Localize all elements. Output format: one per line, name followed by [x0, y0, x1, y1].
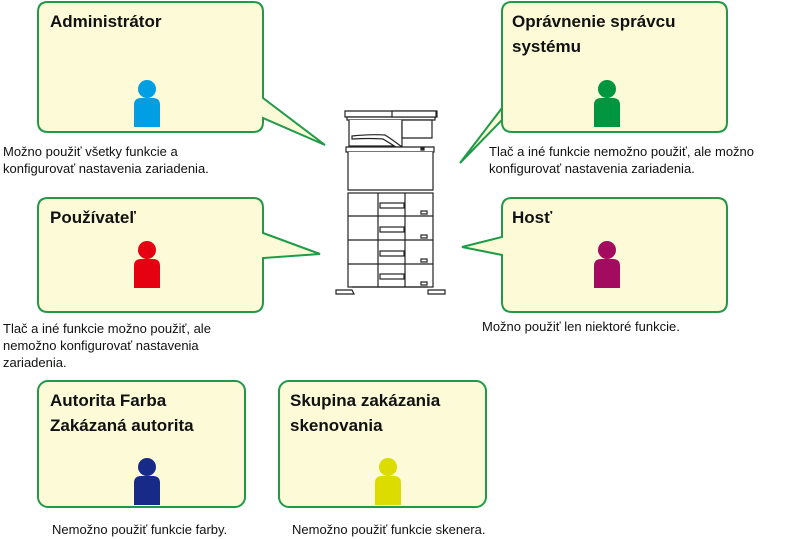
desc-line: Nemožno použiť funkcie skenera. [292, 522, 486, 537]
role-desc-scan-disabled: Nemožno použiť funkcie skenera. [292, 521, 485, 538]
role-title-scan-disabled: Skupina zakázania skenovania [290, 388, 440, 438]
bubble-guest [461, 197, 728, 313]
bubble-administrator [37, 1, 326, 146]
user-icon-guest [594, 241, 620, 288]
user-icon-system-admin [594, 80, 620, 127]
desc-line: Nemožno použiť funkcie farby. [52, 522, 228, 537]
role-desc-administrator: Možno použiť všetky funkcie a konfigurov… [3, 143, 209, 177]
role-desc-color-disabled: Nemožno použiť funkcie farby. [52, 521, 227, 538]
title-line: Administrátor [50, 12, 162, 31]
role-title-administrator: Administrátor [50, 9, 161, 34]
title-line: Autorita Farba [50, 391, 167, 410]
role-title-color-disabled: Autorita Farba Zakázaná autorita [50, 388, 194, 438]
title-line: Hosť [512, 208, 553, 227]
desc-line: konfigurovať nastavenia zariadenia. [3, 161, 209, 176]
box-scan-disabled [278, 380, 487, 508]
printer-icon [335, 110, 446, 295]
desc-line: Možno použiť všetky funkcie a [3, 144, 178, 159]
user-icon-color-disabled [134, 458, 160, 505]
title-line: Skupina zakázania [290, 391, 441, 410]
desc-line: Možno použiť len niektoré funkcie. [482, 319, 680, 334]
desc-line: zariadenia. [3, 355, 67, 370]
bubble-user [37, 197, 321, 313]
desc-line: Tlač a iné funkcie nemožno použiť, ale m… [489, 144, 755, 159]
title-line: Oprávnenie správcu [512, 12, 676, 31]
title-line: skenovania [290, 416, 383, 435]
role-title-user: Používateľ [50, 205, 136, 230]
title-line: Zakázaná autorita [50, 416, 194, 435]
user-icon-user [134, 241, 160, 288]
role-title-guest: Hosť [512, 205, 552, 230]
desc-line: konfigurovať nastavenia zariadenia. [489, 161, 695, 176]
title-line: systému [512, 37, 581, 56]
bubble-system-admin [459, 1, 728, 164]
role-desc-guest: Možno použiť len niektoré funkcie. [482, 318, 680, 335]
role-desc-system-admin: Tlač a iné funkcie nemožno použiť, ale m… [489, 143, 754, 177]
role-desc-user: Tlač a iné funkcie možno použiť, ale nem… [3, 320, 211, 371]
user-icon-administrator [134, 80, 160, 127]
box-color-disabled [37, 380, 246, 508]
role-title-system-admin: Oprávnenie správcu systému [512, 9, 675, 59]
desc-line: Tlač a iné funkcie možno použiť, ale [3, 321, 211, 336]
desc-line: nemožno konfigurovať nastavenia [3, 338, 199, 353]
title-line: Používateľ [50, 208, 136, 227]
user-icon-scan-disabled [375, 458, 401, 505]
